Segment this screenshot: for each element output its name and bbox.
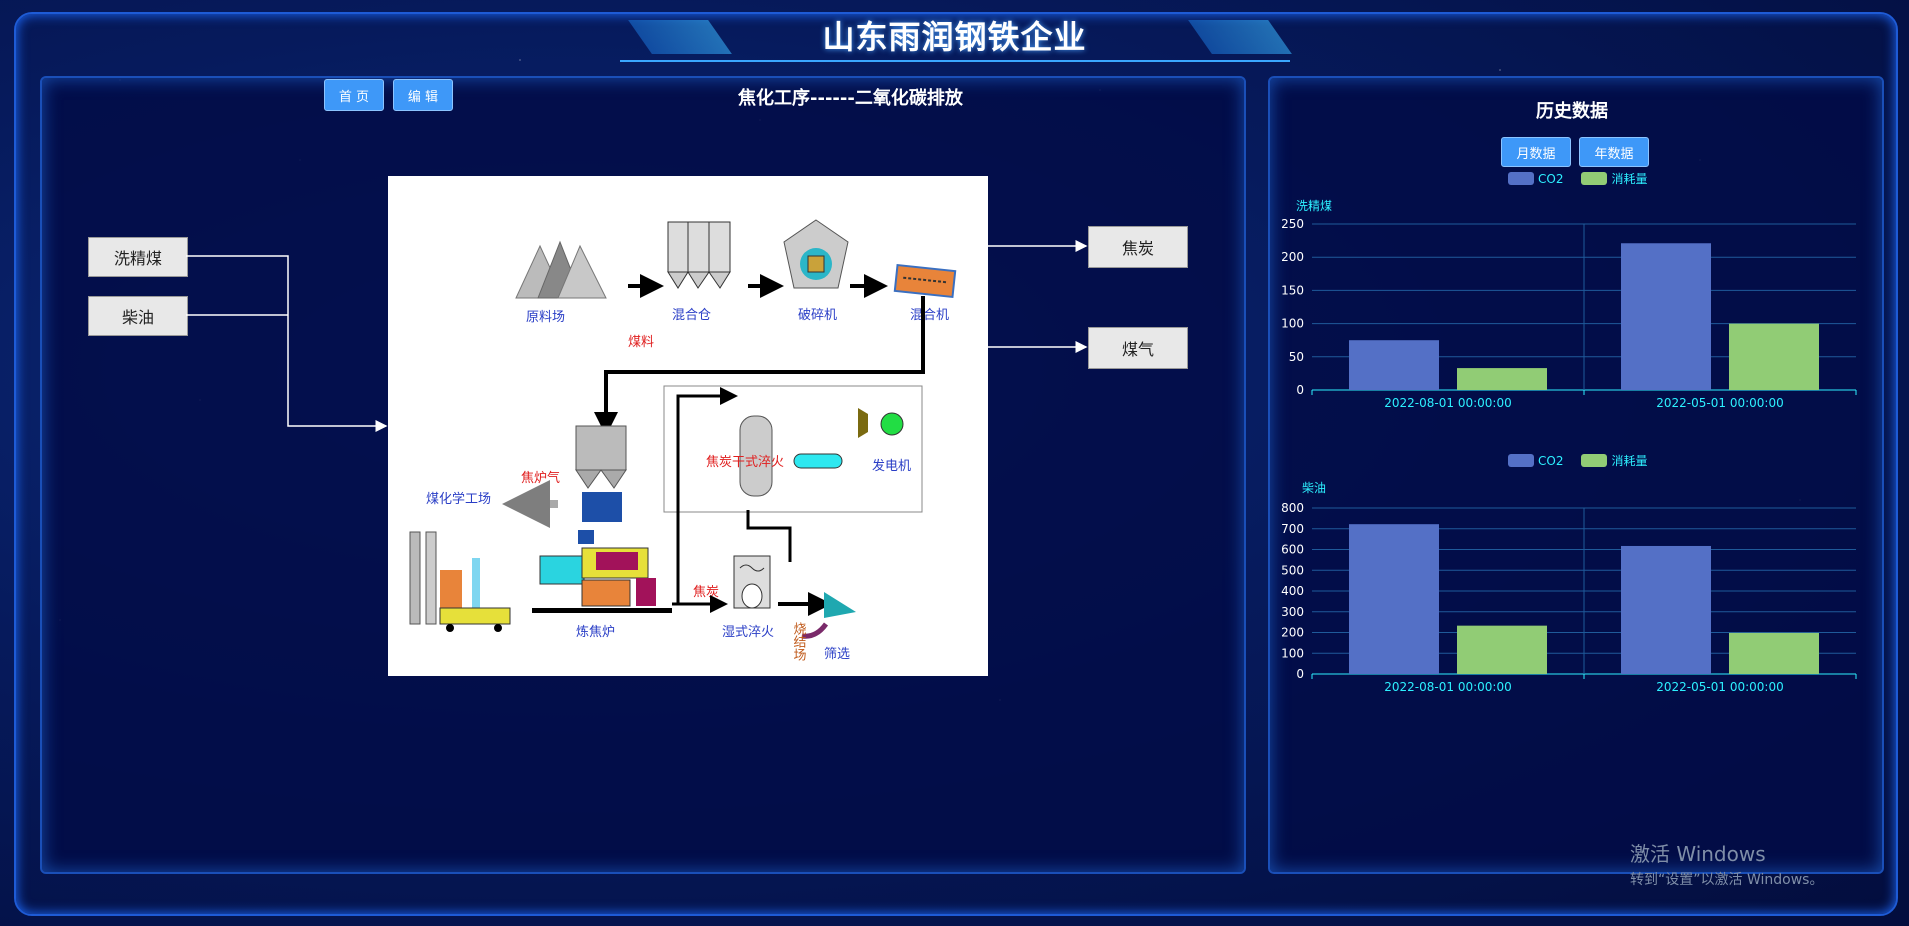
legend-co2[interactable]: CO2	[1508, 172, 1563, 186]
chart1-title: 洗精煤	[1296, 199, 1333, 213]
bar-co2[interactable]	[1349, 340, 1439, 390]
label-sinter-yard: 烧结场	[791, 622, 807, 661]
windows-activation-watermark: 激活 Windows 转到“设置”以激活 Windows。	[1630, 842, 1824, 888]
year-data-button[interactable]: 年数据	[1579, 137, 1649, 167]
chart1-legend[interactable]: CO2 消耗量	[1508, 170, 1647, 187]
label-mixer: 混合机	[910, 308, 949, 323]
x-tick-label: 2022-08-01 00:00:00	[1384, 396, 1511, 410]
label-generator: 发电机	[872, 458, 911, 474]
input-diesel[interactable]: 柴油	[88, 296, 188, 336]
output-coke[interactable]: 焦炭	[1088, 226, 1188, 268]
outer-frame	[14, 12, 1898, 916]
mixer-icon	[893, 263, 957, 299]
y-tick-label: 100	[1281, 317, 1304, 331]
label-mix-bin: 混合仓	[672, 308, 711, 323]
legend-consumption[interactable]: 消耗量	[1581, 170, 1647, 187]
y-tick-label: 200	[1281, 250, 1304, 264]
home-button[interactable]: 首 页	[324, 79, 384, 111]
chart2-title: 柴油	[1302, 481, 1327, 495]
wet-quench-icon	[733, 555, 771, 609]
coke-oven-icon	[532, 425, 672, 613]
y-tick-label: 50	[1289, 350, 1304, 364]
input-washed-coal[interactable]: 洗精煤	[88, 237, 188, 277]
label-wet-quench: 湿式淬火	[722, 625, 774, 640]
y-tick-label: 150	[1281, 283, 1304, 297]
y-tick-label: 600	[1281, 543, 1304, 557]
y-tick-label: 200	[1281, 626, 1304, 640]
label-chem-plant: 煤化学工场	[426, 491, 491, 507]
bar-consumption[interactable]	[1457, 625, 1547, 674]
diesel-chart: 0 100 200 300 400 500 600 700 800 2022-08-01 00:0…	[1281, 501, 1857, 694]
y-tick-label: 500	[1281, 563, 1304, 577]
x-tick-label: 2022-08-01 00:00:00	[1384, 680, 1511, 694]
dry-quench-icon	[739, 408, 904, 497]
raw-yard-icon	[515, 240, 607, 299]
process-title: 焦化工序------二氧化碳排放	[738, 88, 963, 109]
edit-button[interactable]: 编 辑	[393, 79, 453, 111]
label-coke-oven: 炼焦炉	[576, 625, 615, 640]
bar-co2[interactable]	[1621, 545, 1711, 674]
x-tick-label: 2022-05-01 00:00:00	[1656, 680, 1783, 694]
coking-process-diagram: 原料场 混合仓 破碎机 混合机 煤料	[388, 176, 988, 676]
bar-consumption[interactable]	[1457, 368, 1547, 390]
label-dry-quench: 焦炭干式淬火	[706, 455, 784, 470]
legend-co2[interactable]: CO2	[1508, 454, 1563, 468]
chem-plant-icon	[409, 531, 511, 632]
history-panel	[1268, 76, 1884, 874]
y-tick-label: 700	[1281, 522, 1304, 536]
y-tick-label: 0	[1296, 383, 1304, 397]
y-tick-label: 0	[1296, 667, 1304, 681]
y-tick-label: 300	[1281, 605, 1304, 619]
y-tick-label: 100	[1281, 646, 1304, 660]
crusher-icon	[783, 219, 849, 289]
legend-consumption[interactable]: 消耗量	[1581, 452, 1647, 469]
y-tick-label: 250	[1281, 217, 1304, 231]
chart2-legend[interactable]: CO2 消耗量	[1508, 452, 1647, 469]
x-tick-label: 2022-05-01 00:00:00	[1656, 396, 1783, 410]
screening-icon	[801, 592, 856, 639]
history-title: 历史数据	[1536, 101, 1608, 122]
label-crusher: 破碎机	[798, 308, 837, 323]
y-tick-label: 400	[1281, 584, 1304, 598]
month-data-button[interactable]: 月数据	[1501, 137, 1571, 167]
bar-consumption[interactable]	[1729, 323, 1819, 390]
y-tick-label: 800	[1281, 501, 1304, 515]
bar-co2[interactable]	[1349, 524, 1439, 674]
label-coke-gas: 焦炉气	[521, 470, 560, 486]
bar-consumption[interactable]	[1729, 632, 1819, 674]
washed-coal-chart: 0 50 100 150 200 250 2022-08-01 00:00:00 2022-0…	[1281, 217, 1857, 410]
output-gas[interactable]: 煤气	[1088, 327, 1188, 369]
label-screening: 筛选	[824, 647, 850, 662]
label-raw-yard: 原料场	[526, 310, 565, 325]
page-title: 山东雨润钢铁企业	[822, 18, 1087, 56]
mix-bin-icon	[667, 221, 731, 289]
bar-co2[interactable]	[1621, 243, 1711, 390]
label-coke: 焦炭	[693, 585, 719, 600]
label-coal: 煤料	[628, 335, 654, 350]
title-underline	[620, 54, 1290, 62]
